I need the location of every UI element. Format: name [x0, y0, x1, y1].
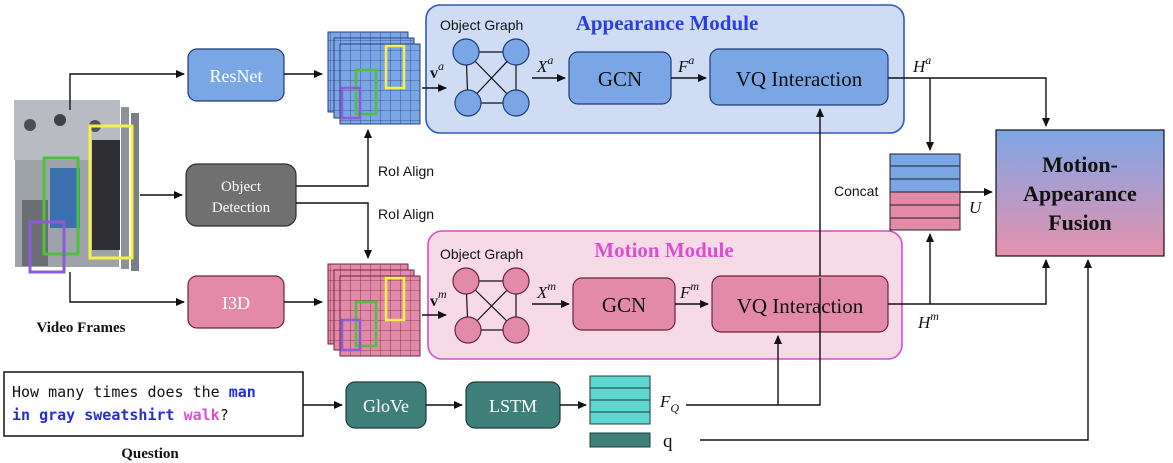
bbox-purple: [28, 220, 66, 274]
va-label: va: [430, 59, 444, 82]
roi-align-label-1: RoI Align: [378, 163, 434, 179]
question-word-walk: walk: [184, 406, 220, 424]
video-frames-stack: [13, 99, 141, 274]
appearance-graph-label: Object Graph: [440, 17, 523, 33]
svg-text:in gray sweatshirt walk?: in gray sweatshirt walk?: [12, 406, 229, 424]
roi-align-label-2: RoI Align: [378, 206, 434, 222]
svg-text:LSTM: LSTM: [489, 396, 537, 416]
motion-module-title: Motion Module: [594, 238, 733, 262]
svg-text:VQ Interaction: VQ Interaction: [736, 67, 863, 91]
question-phrase-gray-sweatshirt: in gray sweatshirt: [12, 406, 175, 424]
xa-label: Xa: [536, 53, 553, 76]
svg-text:VQ Interaction: VQ Interaction: [737, 294, 864, 318]
q-label: q: [663, 431, 673, 452]
motion-feature-map: [327, 263, 421, 357]
hm-label: Hm: [917, 309, 939, 332]
object-detection-block: Object Detection: [185, 163, 297, 227]
vm-label: vm: [430, 287, 447, 310]
svg-text:Appearance: Appearance: [1023, 181, 1137, 206]
svg-text:How many times does the man: How many times does the man: [12, 383, 256, 401]
appearance-object-graph: [452, 38, 530, 117]
question-feature-stack: [589, 375, 651, 425]
motion-graph-label: Object Graph: [440, 246, 523, 262]
u-label: U: [969, 198, 983, 217]
question-caption: Question: [121, 446, 179, 462]
fa-label: Fa: [677, 53, 694, 76]
concat-feature-stack: [889, 153, 961, 231]
svg-text:I3D: I3D: [222, 293, 250, 313]
bbox-yellow: [88, 124, 134, 260]
svg-text:GCN: GCN: [602, 293, 646, 317]
svg-text:GCN: GCN: [598, 67, 642, 91]
connectors: [69, 70, 1092, 441]
svg-text:Motion-: Motion-: [1042, 152, 1118, 177]
glove-block: GloVe: [345, 381, 427, 429]
ha-label: Ha: [912, 53, 931, 76]
svg-text:Detection: Detection: [212, 200, 271, 216]
svg-text:GloVe: GloVe: [363, 396, 409, 416]
fm-label: Fm: [679, 279, 699, 302]
concat-label: Concat: [834, 183, 878, 199]
q-vector: [589, 432, 651, 448]
xm-label: Xm: [536, 279, 556, 302]
question-box: How many times does the man in gray swea…: [3, 371, 304, 437]
vq-interaction-motion-block: VQ Interaction: [711, 275, 889, 333]
lstm-block: LSTM: [465, 381, 561, 429]
gcn-appearance-block: GCN: [568, 51, 672, 105]
resnet-block: ResNet: [187, 48, 285, 102]
bbox-green: [42, 156, 80, 256]
appearance-module-title: Appearance Module: [576, 11, 759, 35]
question-text-plain: How many times does the: [12, 383, 229, 401]
svg-text:ResNet: ResNet: [210, 66, 263, 86]
appearance-feature-map: [327, 31, 421, 125]
gcn-motion-block: GCN: [572, 277, 676, 331]
question-word-man: man: [229, 383, 256, 401]
svg-text:Fusion: Fusion: [1048, 210, 1112, 235]
vq-interaction-appearance-block: VQ Interaction: [709, 48, 889, 106]
fq-label: FQ: [659, 392, 679, 415]
motion-appearance-fusion-block: Motion- Appearance Fusion: [995, 129, 1165, 257]
motion-object-graph: [452, 267, 530, 344]
video-frames-caption: Video Frames: [36, 320, 125, 336]
svg-text:Object: Object: [221, 179, 262, 195]
i3d-block: I3D: [187, 275, 285, 329]
